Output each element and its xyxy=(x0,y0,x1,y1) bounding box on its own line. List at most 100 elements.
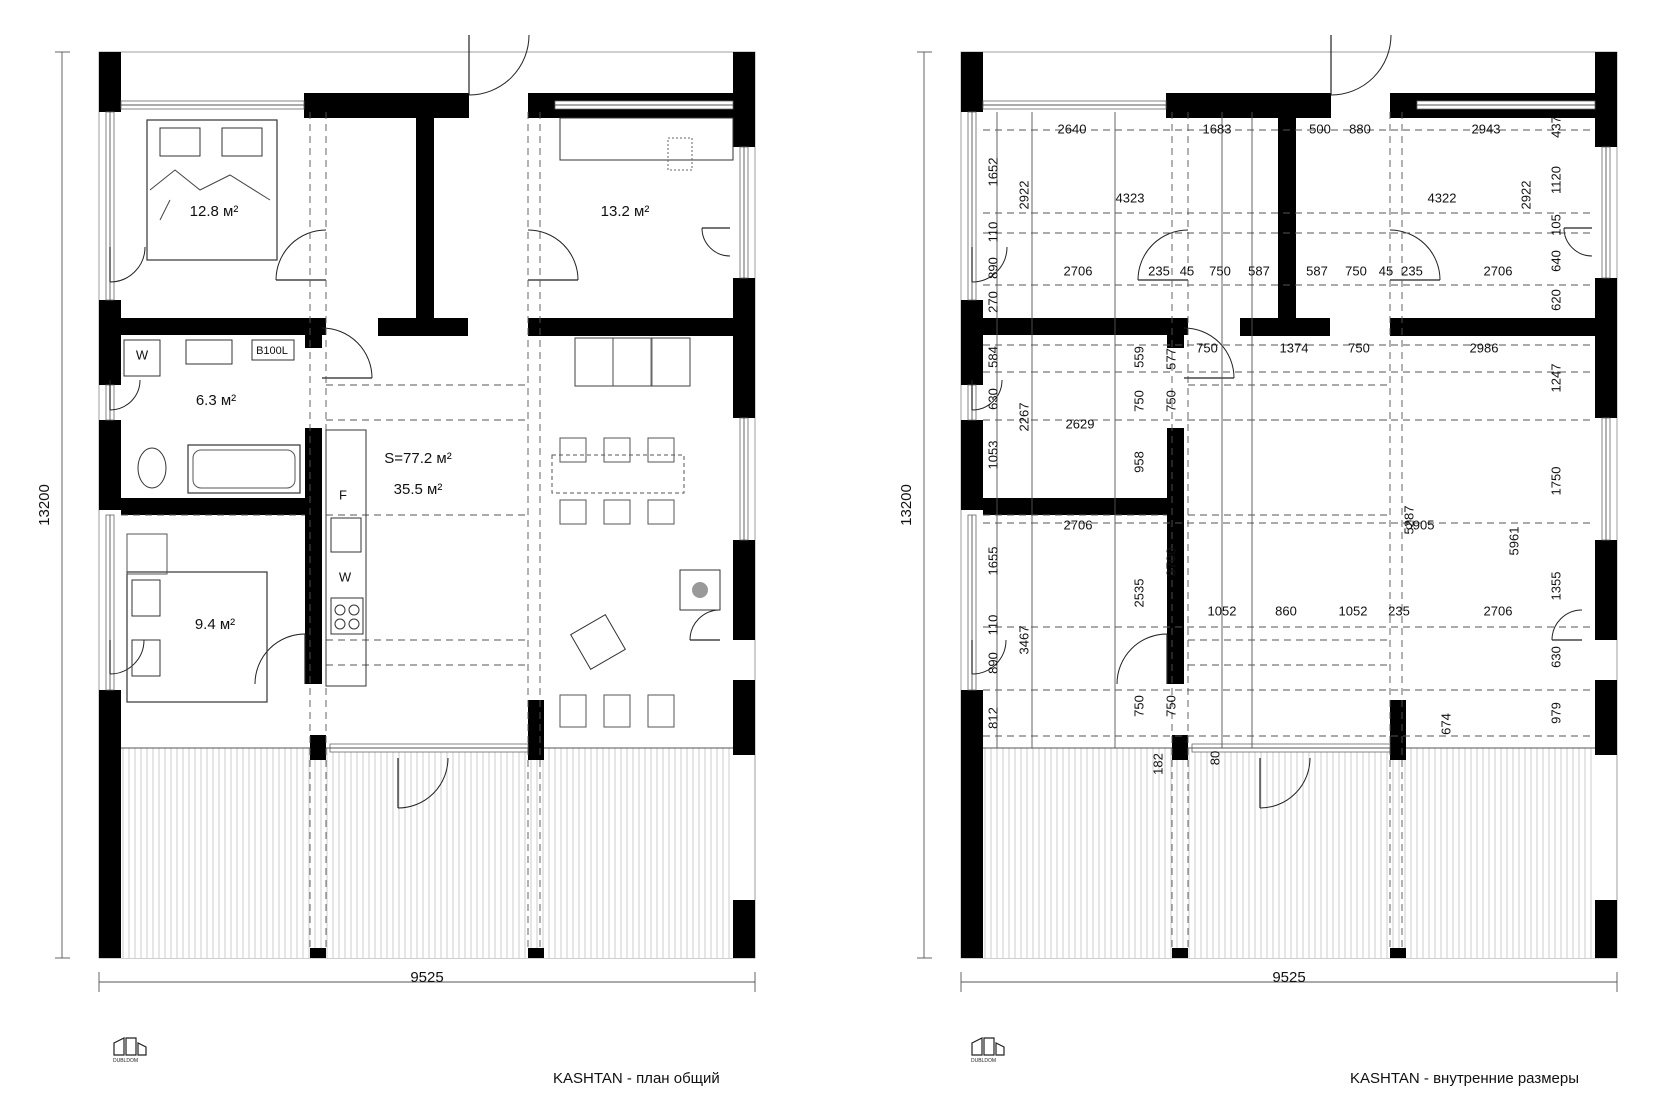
dimension-label: 750 xyxy=(1345,263,1367,278)
dining-chair xyxy=(647,499,675,525)
dimension-label: 5905 xyxy=(1406,517,1435,532)
dimension-label: 860 xyxy=(1275,603,1297,618)
dimension-label: 235 xyxy=(1401,263,1423,278)
door-swing xyxy=(1259,757,1311,809)
sink xyxy=(185,339,233,365)
dimension-label: 890 xyxy=(985,257,1000,279)
svg-text:DUBLDOM: DUBLDOM xyxy=(113,1058,138,1064)
dimension-label: 577 xyxy=(1163,348,1178,370)
wall xyxy=(1595,900,1617,958)
wall xyxy=(733,680,755,755)
wall xyxy=(1166,93,1331,118)
armchair xyxy=(569,613,627,671)
wall xyxy=(99,52,121,112)
fixture-label-boiler: B100L xyxy=(256,345,288,357)
dimension-label: 110 xyxy=(985,222,1000,243)
dimension-label: 750 xyxy=(1131,695,1146,717)
wall xyxy=(1167,318,1184,348)
burner xyxy=(334,618,346,630)
terrace-chair xyxy=(559,694,587,728)
dimension-label: 5961 xyxy=(1506,527,1521,556)
bed-2 xyxy=(126,571,268,703)
dimension-label: 110 xyxy=(985,615,1000,636)
wall xyxy=(528,318,733,336)
door-swing xyxy=(971,639,1007,675)
wall xyxy=(733,540,755,640)
dimension-label: 182 xyxy=(1150,753,1165,775)
dimension-label: 750 xyxy=(1196,340,1218,355)
door-swing xyxy=(1116,633,1168,685)
dimension-label: 584 xyxy=(985,346,1000,368)
dimension-label: 4323 xyxy=(1116,190,1145,205)
wall xyxy=(99,690,121,958)
dimension-label: 5287 xyxy=(1401,506,1416,535)
dimension-label: 1652 xyxy=(985,158,1000,187)
door-swing xyxy=(701,227,731,257)
bathtub-inner xyxy=(192,449,296,489)
dimension-label: 1683 xyxy=(1203,121,1232,136)
wall xyxy=(416,118,434,323)
desk xyxy=(559,117,734,161)
dimension-label: 880 xyxy=(1349,121,1371,136)
door-swing xyxy=(468,34,530,96)
dimension-label: 2267 xyxy=(1016,403,1031,432)
dimension-label: 2986 xyxy=(1470,340,1499,355)
pillow xyxy=(159,127,201,157)
wall xyxy=(1240,318,1330,336)
terrace-chair xyxy=(603,694,631,728)
fixture-label-washer: W xyxy=(136,347,149,362)
burner xyxy=(334,604,346,616)
dimension-label: 750 xyxy=(1163,390,1178,412)
door-swing xyxy=(109,379,141,411)
dimension-label: 1052 xyxy=(1339,603,1368,618)
dimension-label: 890 xyxy=(985,652,1000,674)
dimension-label: 2922 xyxy=(1016,181,1031,210)
wall xyxy=(1390,318,1595,336)
dimension-label: 105 xyxy=(1548,214,1563,236)
stove-burner xyxy=(692,582,708,598)
dimension-label: 235 xyxy=(1148,263,1170,278)
wall xyxy=(528,700,544,760)
dimension-label: 2922 xyxy=(1518,181,1533,210)
dimension-label: 1374 xyxy=(1280,340,1309,355)
dimension-label: 45 xyxy=(1180,263,1194,278)
room-area-label: 9.4 м² xyxy=(195,616,235,633)
door-swing xyxy=(689,609,721,641)
chair xyxy=(126,533,168,575)
door-swing xyxy=(1551,609,1583,641)
wall xyxy=(961,300,983,385)
sofa-cushion xyxy=(612,337,652,387)
door-swing xyxy=(321,327,373,379)
wall xyxy=(1595,680,1617,755)
dimension-label: 559 xyxy=(1131,346,1146,368)
dimension-label: 750 xyxy=(1209,263,1231,278)
dimension-label: 587 xyxy=(1248,263,1270,278)
sofa xyxy=(574,337,691,387)
wall xyxy=(304,93,469,118)
kitchen-counter xyxy=(325,429,367,687)
dimension-label: 1247 xyxy=(1548,364,1563,393)
door-swing xyxy=(109,246,146,283)
dimension-label: 2640 xyxy=(1058,121,1087,136)
bathtub xyxy=(187,444,301,494)
wall xyxy=(983,318,1188,335)
dimension-label: 1053 xyxy=(985,441,1000,470)
dimension-label: 750 xyxy=(1163,695,1178,717)
fixture-label-washer: W xyxy=(339,569,352,584)
wall xyxy=(378,318,468,336)
wall xyxy=(961,52,983,112)
brand-logo-right: DUBLDOM xyxy=(971,1037,1005,1064)
door-swing xyxy=(971,379,1003,411)
dimension-label: 979 xyxy=(1548,702,1563,724)
room-area-label: 6.3 м² xyxy=(196,392,236,409)
toilet xyxy=(137,447,167,489)
dimension-label: 1750 xyxy=(1548,467,1563,496)
plan-caption-internal: KASHTAN - внутренние размеры xyxy=(1350,1070,1579,1087)
door-swing xyxy=(397,757,449,809)
bed-cover xyxy=(149,169,271,221)
brand-logo-left: DUBLDOM xyxy=(113,1037,147,1064)
wall xyxy=(961,690,983,958)
wall xyxy=(1390,700,1406,760)
